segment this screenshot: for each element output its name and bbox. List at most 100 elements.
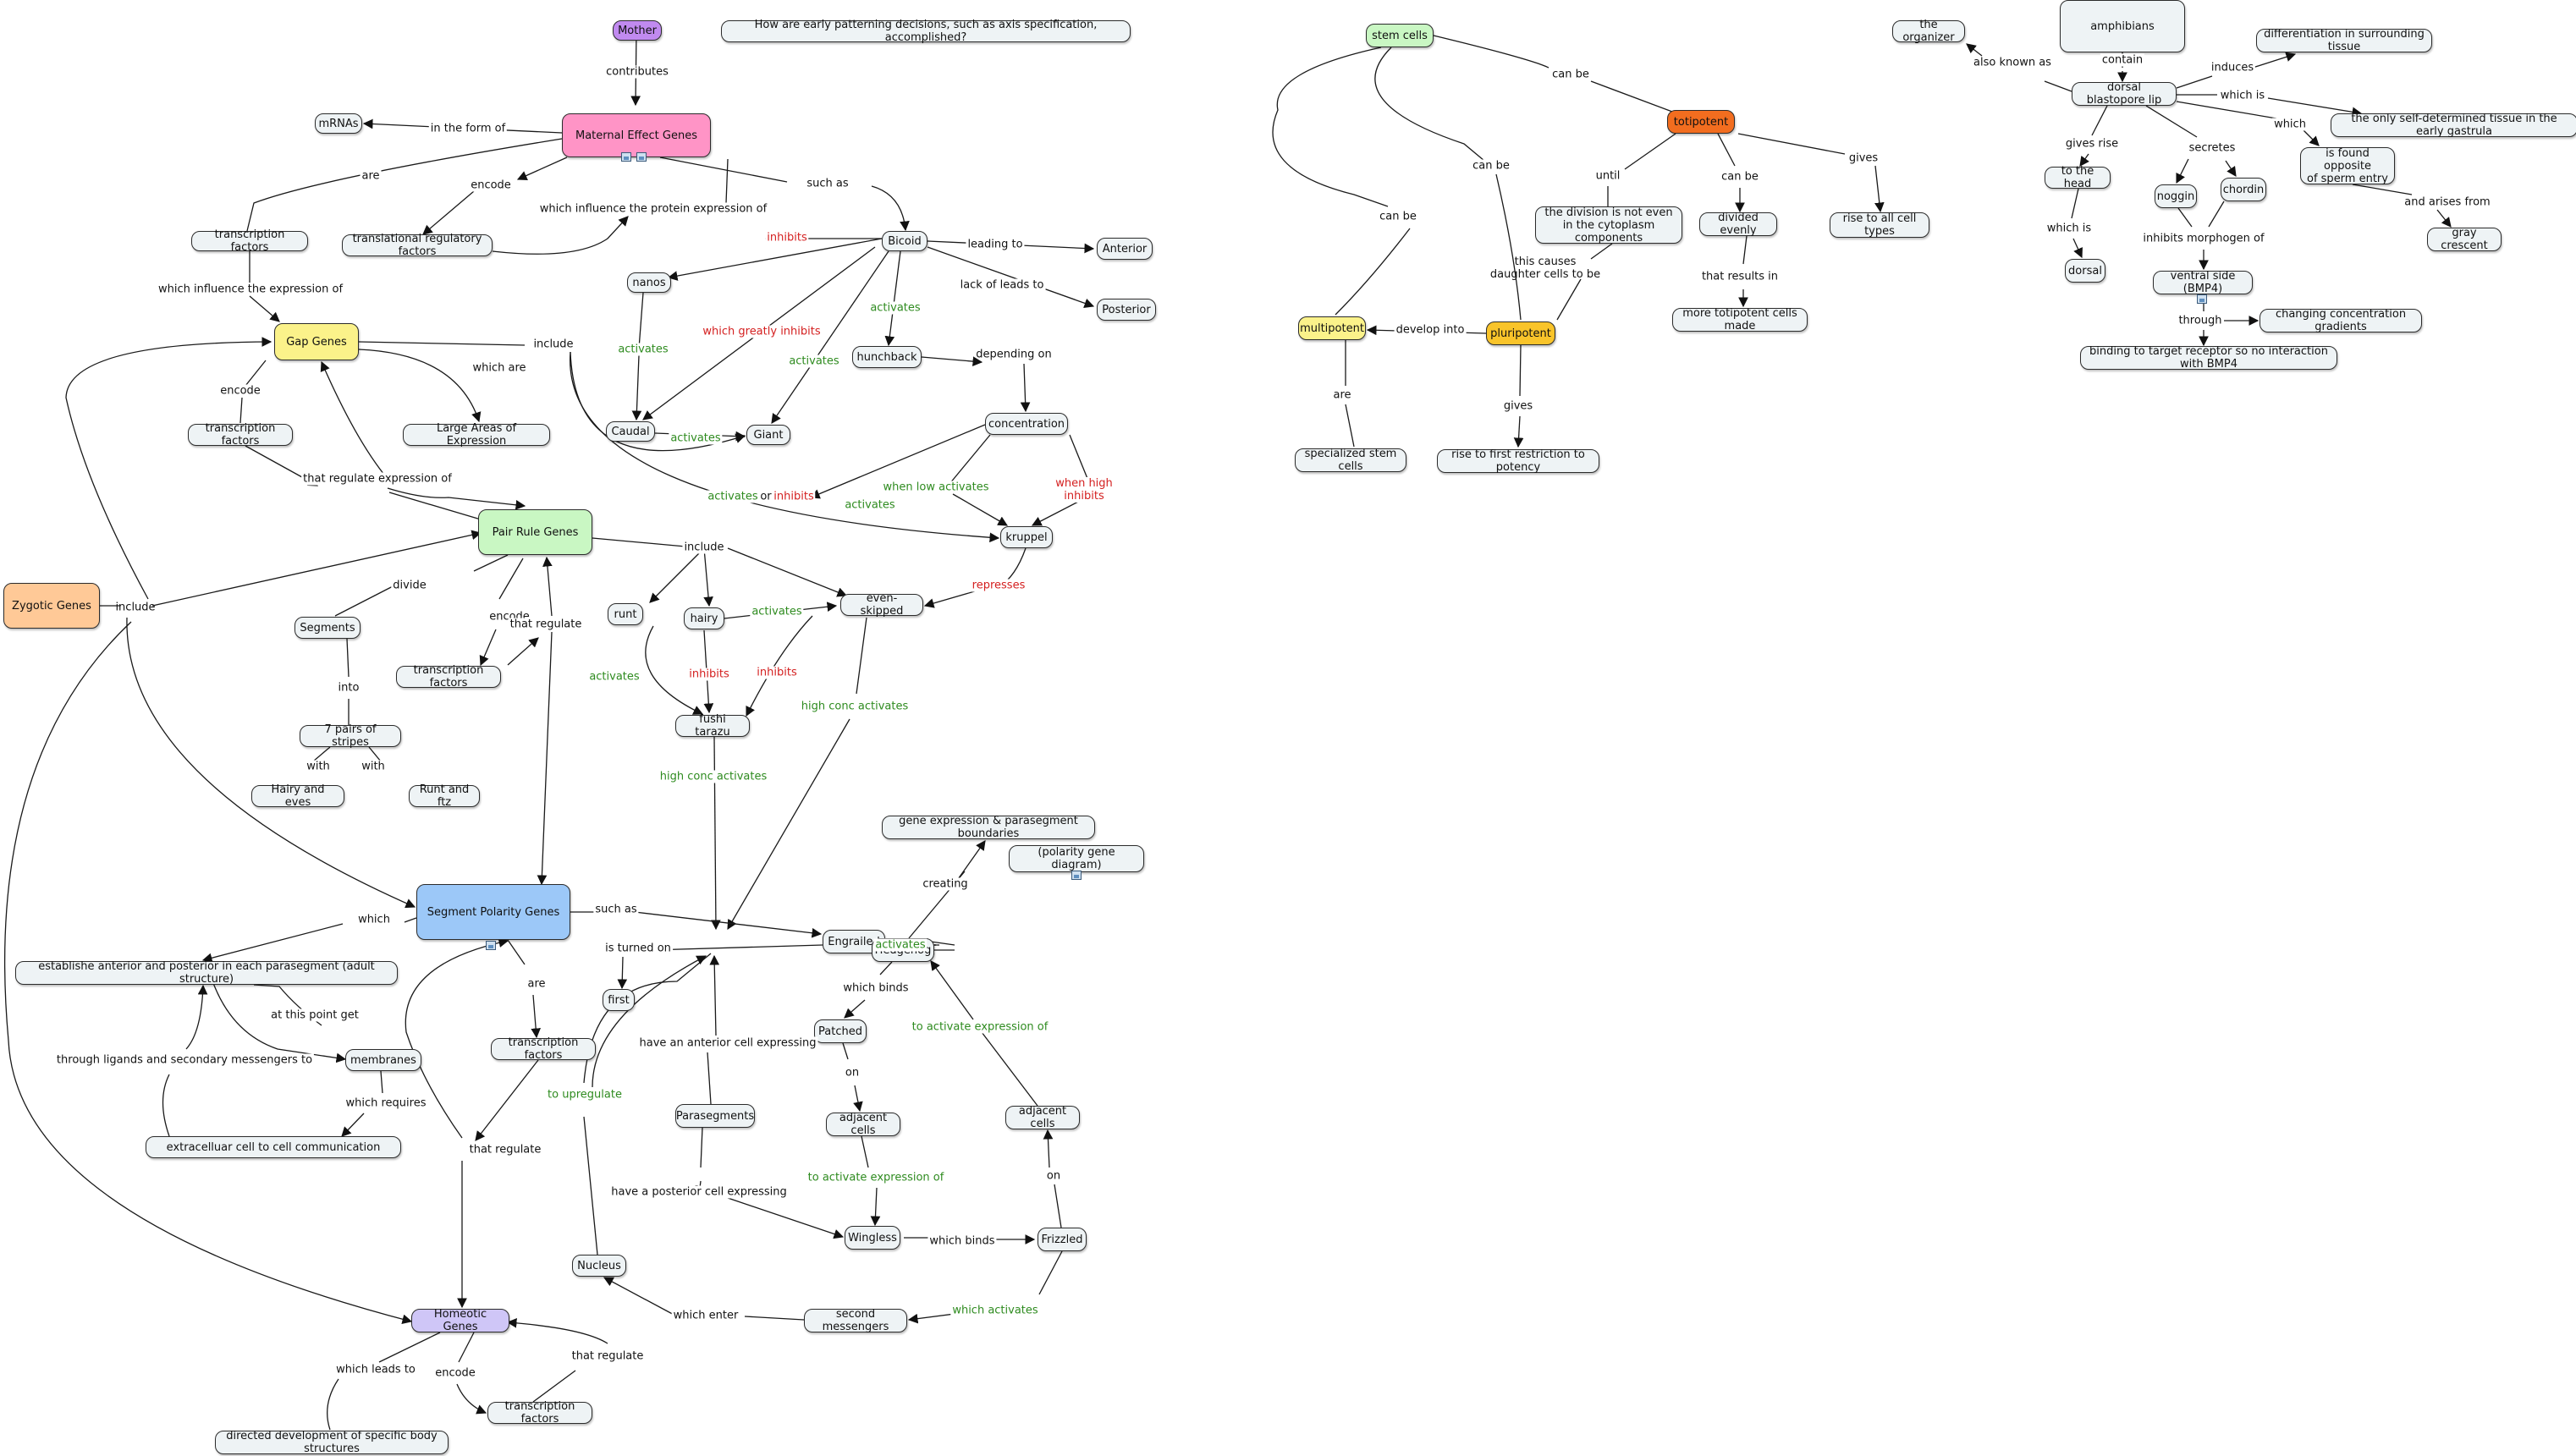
image-attachment-icon[interactable] (2197, 294, 2207, 304)
mother-node[interactable]: Mother (613, 20, 662, 41)
link-label-inhibits-3: inhibits (755, 666, 799, 679)
rise-all-cell-types-node[interactable]: rise to all cell types (1830, 212, 1929, 238)
pluripotent-node[interactable]: pluripotent (1486, 321, 1555, 345)
link-label-encode-2: encode (218, 384, 262, 398)
hairy-node[interactable]: hairy (684, 607, 724, 629)
connector-line (1345, 404, 1355, 448)
connector-line (1737, 133, 1846, 155)
connector-line (388, 492, 482, 520)
link-label-such-as-2: such as (593, 903, 639, 916)
transcription-factors-node-4[interactable]: transcription factors (491, 1036, 596, 1062)
frizzled-node[interactable]: Frizzled (1038, 1228, 1087, 1251)
link-label-with-2: with (360, 760, 387, 773)
directed-development-node[interactable]: directed development of specific body st… (215, 1430, 449, 1455)
connector-line (771, 250, 889, 424)
runt-and-ftz-node[interactable]: Runt and ftz (409, 783, 480, 809)
connector-line (703, 547, 713, 607)
connector-line (239, 397, 243, 424)
transcription-factors-node-1[interactable]: transcription factors (191, 228, 308, 254)
runt-node[interactable]: runt (608, 603, 643, 625)
hairy-and-eves-node[interactable]: Hairy and eves (251, 783, 344, 809)
rise-first-restriction-node[interactable]: rise to first restriction to potency (1437, 448, 1599, 474)
image-attachment-icon[interactable] (621, 152, 631, 162)
extracellular-node[interactable]: extracelluar cell to cell communication (146, 1136, 401, 1158)
image-attachment-icon[interactable] (636, 152, 647, 162)
ventral-side-node[interactable]: ventral side (BMP4) (2153, 270, 2253, 295)
nanos-node[interactable]: nanos (627, 272, 671, 293)
maternal-effect-genes-node[interactable]: Maternal Effect Genes (562, 113, 711, 157)
adjacent-cells-node-2[interactable]: adjacent cells (1005, 1105, 1080, 1130)
concentration-node[interactable]: concentration (985, 413, 1068, 435)
only-self-determined-node[interactable]: the only self-determined tissue in the e… (2331, 113, 2576, 138)
mrnas-node[interactable]: mRNAs (315, 113, 362, 134)
patched-node[interactable]: Patched (814, 1019, 867, 1043)
even-skipped-node[interactable]: even-skipped (840, 592, 923, 618)
nucleus-node[interactable]: Nucleus (572, 1255, 626, 1277)
differentiation-node[interactable]: differentiation in surrounding tissue (2256, 28, 2432, 53)
connector-line (634, 911, 823, 938)
connector-line (387, 487, 526, 510)
binding-receptor-node[interactable]: binding to target receptor so no interac… (2080, 345, 2337, 371)
totipotent-node[interactable]: totipotent (1667, 110, 1735, 134)
connector-line (2208, 201, 2225, 228)
translational-regulatory-factors-node[interactable]: translational regulatory factors (342, 233, 493, 258)
connector-line (1556, 278, 1582, 321)
zygotic-genes-node[interactable]: Zygotic Genes (3, 583, 100, 629)
dorsal-blastopore-lip-node[interactable]: dorsal blastopore lip (2072, 81, 2177, 107)
connector-line (1519, 344, 1522, 397)
fushi-tarazu-node[interactable]: fushi tarazu (675, 713, 750, 739)
segment-polarity-genes-node[interactable]: Segment Polarity Genes (416, 884, 570, 940)
image-attachment-icon[interactable] (1071, 871, 1082, 880)
homeotic-genes-node[interactable]: Homeotic Genes (411, 1308, 509, 1333)
link-label-which-binds-1: which binds (841, 981, 911, 995)
posterior-node[interactable]: Posterior (1097, 299, 1156, 321)
found-opposite-node[interactable]: is found opposite of sperm entry (2300, 147, 2395, 185)
transcription-factors-node-3[interactable]: transcription factors (396, 664, 501, 690)
chordin-node[interactable]: chordin (2221, 178, 2266, 201)
connector-line (201, 923, 344, 964)
connector-line (952, 493, 1009, 526)
amphibians-node[interactable]: amphibians (2060, 0, 2185, 52)
caudal-node[interactable]: Caudal (606, 421, 655, 442)
dorsal-node[interactable]: dorsal (2065, 259, 2105, 283)
first-node[interactable]: first (603, 989, 635, 1011)
more-totipotent-node[interactable]: more totipotent cells made (1672, 307, 1808, 332)
large-areas-node[interactable]: Large Areas of Expression (403, 422, 550, 448)
multipotent-node[interactable]: multipotent (1298, 316, 1366, 340)
kruppel-node[interactable]: kruppel (1000, 526, 1053, 548)
seven-pairs-node[interactable]: 7 pairs of stripes (300, 723, 401, 749)
link-label-activates-6: activates (750, 605, 804, 618)
transcription-factors-node-2[interactable]: transcription factors (188, 422, 293, 448)
specialized-stem-cells-node[interactable]: specialized stem cells (1295, 448, 1406, 473)
to-the-head-node[interactable]: to the head (2045, 165, 2111, 190)
connector-line (2176, 158, 2189, 184)
divided-evenly-node[interactable]: divided evenly (1699, 212, 1777, 237)
gene-expression-boundaries-node[interactable]: gene expression & parasegment boundaries (882, 815, 1095, 840)
transcription-factors-node-5[interactable]: transcription factors (487, 1400, 592, 1426)
question-node[interactable]: How are early patterning decisions, such… (721, 19, 1131, 44)
segments-node[interactable]: Segments (294, 617, 361, 639)
noggin-node[interactable]: noggin (2155, 184, 2197, 208)
adjacent-cells-node-1[interactable]: adjacent cells (826, 1112, 900, 1137)
division-not-even-node[interactable]: the division is not even in the cytoplas… (1535, 206, 1682, 244)
changing-gradients-node[interactable]: changing concentration gradients (2260, 308, 2422, 333)
image-attachment-icon[interactable] (486, 941, 496, 950)
second-messengers-node[interactable]: second messengers (804, 1308, 907, 1333)
pair-rule-genes-node[interactable]: Pair Rule Genes (478, 509, 592, 555)
wingless-node[interactable]: Wingless (845, 1226, 900, 1250)
link-label-which-2: which (2272, 118, 2308, 131)
connector-line (583, 953, 712, 1084)
membranes-node[interactable]: membranes (345, 1049, 421, 1071)
parasegments-node[interactable]: Parasegments (675, 1104, 755, 1128)
gap-genes-node[interactable]: Gap Genes (274, 323, 359, 360)
anterior-node[interactable]: Anterior (1097, 238, 1153, 260)
polarity-gene-diagram-node[interactable]: (polarity gene diagram) (1009, 845, 1144, 872)
hunchback-node[interactable]: hunchback (852, 346, 922, 368)
stem-cells-node[interactable]: stem cells (1366, 24, 1434, 47)
the-organizer-node[interactable]: the organizer (1892, 19, 1965, 44)
establishe-node[interactable]: establishe anterior and posterior in eac… (15, 960, 398, 986)
connector-line (380, 1070, 383, 1094)
giant-node[interactable]: Giant (746, 425, 790, 445)
gray-crescent-node[interactable]: gray crescent (2427, 227, 2502, 252)
bicoid-node[interactable]: Bicoid (882, 231, 927, 251)
